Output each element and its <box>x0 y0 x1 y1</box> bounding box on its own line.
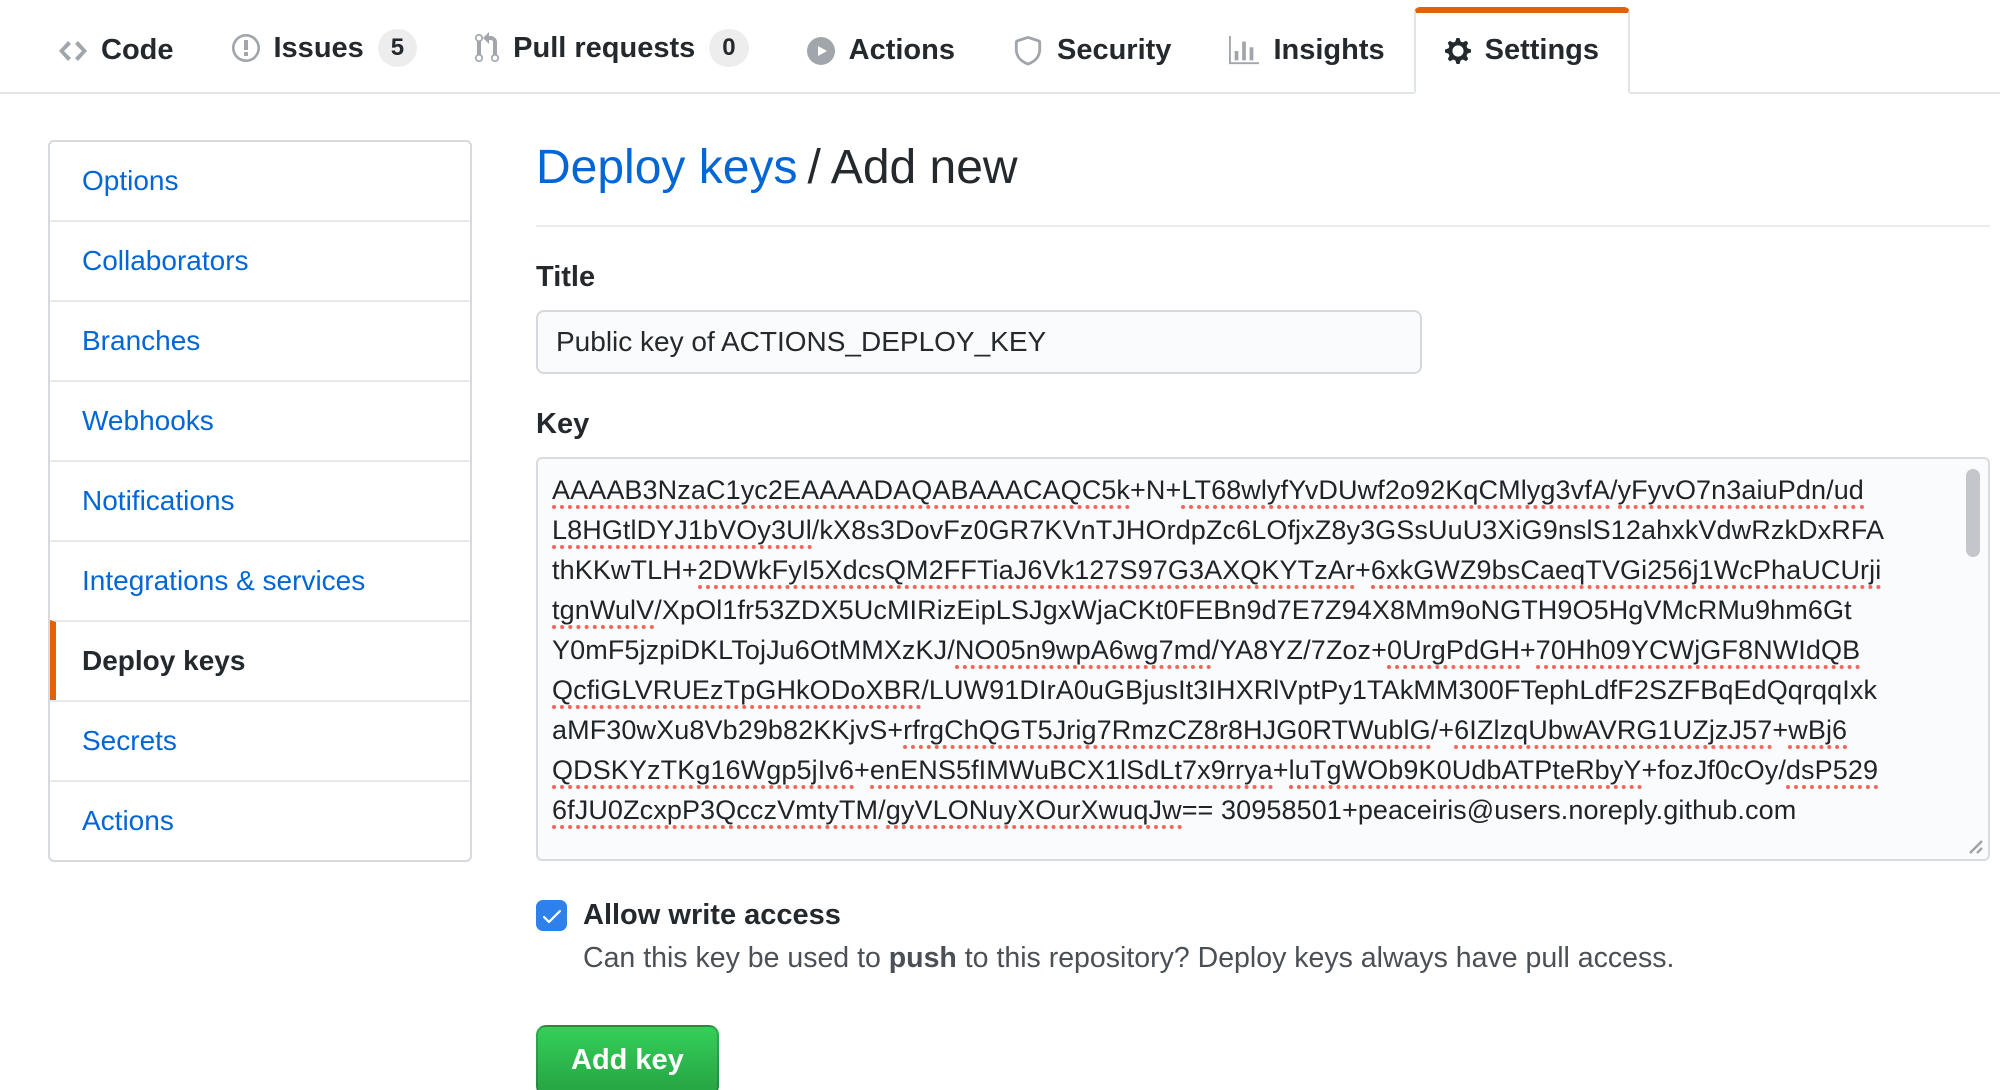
key-field-group: Key AAAAB3NzaC1yc2EAAAADAQABAAACAQC5k+N+… <box>536 408 1990 861</box>
write-access-note: Can this key be used to push to this rep… <box>583 942 1675 974</box>
graph-icon <box>1229 35 1260 64</box>
key-label: Key <box>536 408 590 440</box>
deploy-keys-breadcrumb-link[interactable]: Deploy keys <box>536 141 798 194</box>
tab-label: Insights <box>1273 34 1385 66</box>
key-text-line: aMF30wXu8Vb29b82KKjvS+rfrgChQGT5Jrig7Rmz… <box>552 710 1944 750</box>
allow-write-checkbox[interactable] <box>536 900 567 931</box>
breadcrumb-separator: / <box>807 141 821 194</box>
tab-label: Actions <box>848 34 955 66</box>
tab-security[interactable]: Security <box>984 9 1200 92</box>
sidebar-item-branches[interactable]: Branches <box>50 300 470 380</box>
write-access-group: Allow write access Can this key be used … <box>536 899 1990 975</box>
deploy-key-form: Deploy keys/Add new Title Key AAAAB3NzaC… <box>536 140 1990 1090</box>
key-text-line: AAAAB3NzaC1yc2EAAAADAQABAAACAQC5k+N+LT68… <box>552 470 1944 510</box>
settings-page: Options Collaborators Branches Webhooks … <box>0 94 2000 1090</box>
pull-requests-count-badge: 0 <box>709 29 749 67</box>
check-icon <box>542 909 561 923</box>
code-icon <box>59 40 87 61</box>
breadcrumb-current: Add new <box>830 141 1018 194</box>
tab-insights[interactable]: Insights <box>1200 9 1413 92</box>
tab-code[interactable]: Code <box>30 9 203 92</box>
add-key-button[interactable]: Add key <box>536 1025 719 1090</box>
tab-settings[interactable]: Settings <box>1413 7 1631 94</box>
tab-label: Code <box>101 34 174 66</box>
sidebar-item-actions[interactable]: Actions <box>50 780 470 860</box>
key-text-line: tgnWulV/XpOl1fr53ZDX5UcMIRizEipLSJgxWjaC… <box>552 590 1944 630</box>
shield-icon <box>1014 35 1042 65</box>
sidebar-item-integrations-services[interactable]: Integrations & services <box>50 540 470 620</box>
push-bold-text: push <box>888 942 957 974</box>
key-text-line: Y0mF5jzpiDKLTojJu6OtMMXzKJ/NO05n9wpA6wg7… <box>552 630 1944 670</box>
sidebar-item-webhooks[interactable]: Webhooks <box>50 380 470 460</box>
key-text-line: L8HGtlDYJ1bVOy3Ul/kX8s3DovFz0GR7KVnTJHOr… <box>552 510 1944 550</box>
sidebar-item-collaborators[interactable]: Collaborators <box>50 220 470 300</box>
play-icon <box>806 36 835 65</box>
sidebar-item-deploy-keys[interactable]: Deploy keys <box>50 620 470 700</box>
title-input[interactable] <box>536 310 1422 374</box>
sidebar-item-notifications[interactable]: Notifications <box>50 460 470 540</box>
issues-count-badge: 5 <box>377 29 418 67</box>
key-text-line: QDSKYzTKg16Wgp5jIv6+enENS5fIMWuBCX1lSdLt… <box>552 750 1944 790</box>
textarea-scrollbar[interactable] <box>1960 461 1986 857</box>
tab-label: Issues <box>273 31 364 64</box>
gear-icon <box>1444 37 1471 64</box>
tab-pull-requests[interactable]: Pull requests 0 <box>446 4 777 92</box>
sidebar-item-secrets[interactable]: Secrets <box>50 700 470 780</box>
tab-label: Security <box>1056 34 1172 66</box>
key-text-line: QcfiGLVRUEzTpGHkODoXBR/LUW91DIrA0uGBjusI… <box>552 670 1944 710</box>
heading-divider <box>536 225 1990 227</box>
scrollbar-thumb[interactable] <box>1966 469 1980 557</box>
title-label: Title <box>536 261 596 293</box>
key-textarea[interactable]: AAAAB3NzaC1yc2EAAAADAQABAAACAQC5k+N+LT68… <box>536 457 1990 861</box>
sidebar-item-options[interactable]: Options <box>82 165 179 196</box>
tab-label: Pull requests <box>513 31 696 64</box>
tab-actions[interactable]: Actions <box>778 9 984 92</box>
resize-grip-icon[interactable] <box>1960 831 1984 855</box>
allow-write-label[interactable]: Allow write access <box>583 899 841 931</box>
key-text: AAAAB3NzaC1yc2EAAAADAQABAAACAQC5k+N+LT68… <box>552 470 1944 830</box>
issue-opened-icon <box>231 34 260 62</box>
settings-sidebar: Options Collaborators Branches Webhooks … <box>48 140 472 862</box>
key-text-line: thKKwTLH+2DWkFyI5XdcsQM2FFTiaJ6Vk127S97G… <box>552 550 1944 590</box>
repo-tab-bar: Code Issues 5 Pull requests 0 Actions Se… <box>0 0 2000 94</box>
tab-label: Settings <box>1484 34 1600 66</box>
key-text-line: 6fJU0ZcxpP3QcczVmtyTM/gyVLONuyXOurXwuqJw… <box>552 790 1944 830</box>
tab-issues[interactable]: Issues 5 <box>203 4 447 92</box>
title-field-group: Title <box>536 261 1990 374</box>
page-title: Deploy keys/Add new <box>536 140 1990 195</box>
git-pull-request-icon <box>475 32 500 63</box>
